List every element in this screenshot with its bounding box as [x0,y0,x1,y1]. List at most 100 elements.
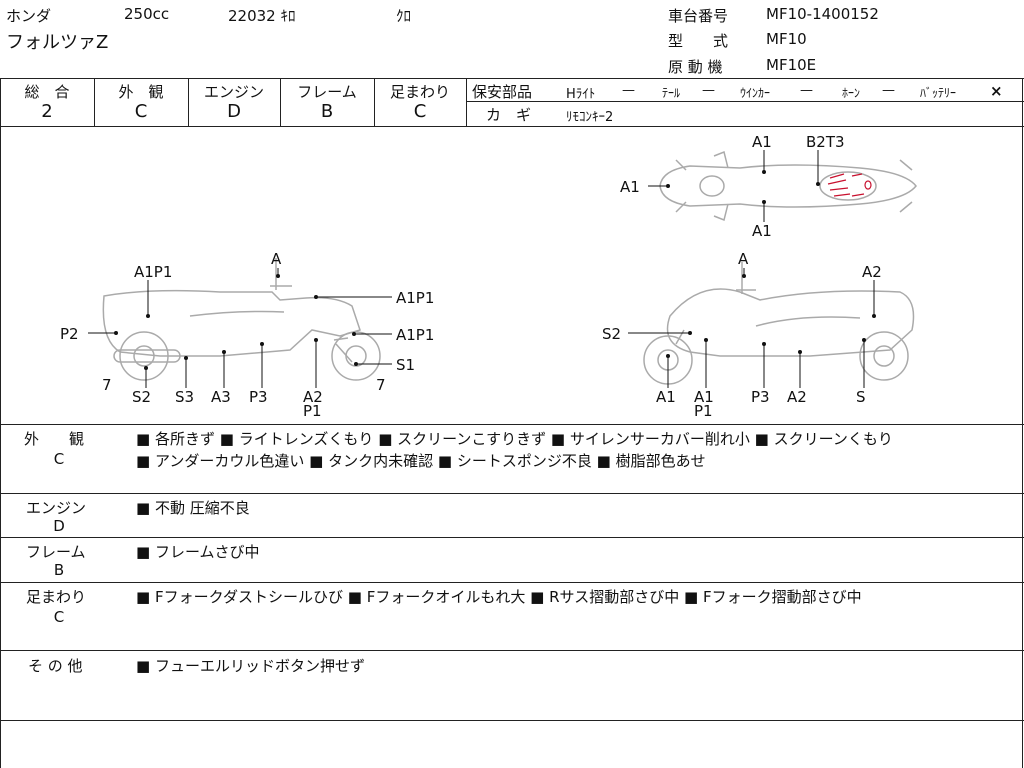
remark-line: 各所きず ライトレンズくもり スクリーンこすりきず サイレンサーカバー削れ小 ス… [136,428,893,449]
label-top-nose: A1 [620,178,640,196]
color: ｸﾛ [396,7,412,25]
remark-item: フレームさび中 [136,543,260,561]
label-left-bottom-5: A2 [303,388,323,406]
leader-lines [88,150,875,388]
label-top-front: A1 [752,133,772,151]
label-right-bottom-3: P3 [751,388,770,406]
remark-item: アンダーカウル色違い [136,452,304,470]
rule [1022,78,1023,768]
label-left-seven-rear: 7 [102,376,112,394]
type-value: MF10 [766,30,807,48]
rating-header-frame: フレーム [297,83,357,101]
rule [0,650,1024,651]
rule [374,78,375,126]
remark-item: シートスポンジ不良 [438,452,592,470]
mileage: 22032 ｷﾛ [228,7,296,25]
remark-label-appearance: 外 観 [24,430,85,448]
label-left-screen: A1P1 [396,326,434,344]
right-side-scooter [643,262,915,385]
rule [466,101,1024,102]
label-left-bottom-1: S2 [132,388,151,406]
label-left-front-wheel: S1 [396,356,415,374]
type-label: 型 式 [668,32,729,50]
label-left-bottom-3: A3 [211,388,231,406]
remark-label-other: そ の 他 [28,657,83,675]
label-left-bottom-sub: P1 [303,402,322,420]
label-right-bottom-1: A1 [656,388,676,406]
engine-label: 原 動 機 [668,58,723,76]
rating-header-appearance: 外 観 [118,83,164,101]
safety-value-battery: × [990,82,1003,100]
remark-item: スクリーンくもり [755,430,893,448]
model-name: フォルツァZ [6,32,109,53]
remark-item: タンク内未確認 [309,452,433,470]
rule [280,78,281,126]
rating-value-frame: B [320,101,334,122]
rule [0,537,1024,538]
rule [0,493,1024,494]
rule [466,78,467,126]
key-label: カ ギ [486,106,532,124]
remark-grade-appearance: C [53,450,65,468]
remark-item: Rサス摺動部さび中 [530,588,679,606]
safety-item-horn: ﾎｰﾝ [842,86,861,100]
remark-label-suspension: 足まわり [26,588,87,606]
remark-item: スクリーンこすりきず [378,430,546,448]
safety-item-winker: ｳｲﾝｶｰ [740,86,771,100]
maker: ホンダ [6,7,52,25]
rule [0,78,1024,79]
remark-grade-engine: D [53,517,65,535]
safety-item-battery: ﾊﾞｯﾃﾘｰ [920,86,957,100]
rating-header-overall: 総 合 [24,83,70,101]
label-right-rear: A2 [862,263,882,281]
frame-number-label: 車台番号 [668,7,729,25]
remark-item: 不動 圧縮不良 [136,499,250,517]
label-right-bottom-5: S [856,388,866,406]
rule [0,720,1024,721]
rule [0,424,1024,425]
seat-damage-marks [827,173,872,197]
remark-grade-suspension: C [53,608,65,626]
left-side-scooter [102,258,381,381]
label-right-bottom-2: A1 [694,388,714,406]
frame-number: MF10-1400152 [766,5,879,23]
engine-value: MF10E [766,56,817,74]
remark-line: アンダーカウル色違い タンク内未確認 シートスポンジ不良 樹脂部色あせ [136,450,706,471]
label-right-front: S2 [602,325,621,343]
label-top-bottom: A1 [752,222,772,240]
label-left-seat: A1P1 [134,263,172,281]
remark-item: 樹脂部色あせ [597,452,706,470]
label-left-mirror: A [271,250,282,268]
safety-item-headlight: Hﾗｲﾄ [566,87,596,102]
remark-item: Fフォークダストシールひび [136,588,343,606]
label-right-mirror: A [738,250,749,268]
label-right-bottom-sub: P1 [694,402,713,420]
safety-value-headlight: — [622,83,635,98]
remark-item: ライトレンズくもり [220,430,374,448]
rating-value-overall: 2 [41,101,53,122]
rating-value-suspension: C [413,101,427,122]
remark-item: フューエルリッドボタン押せず [136,657,365,675]
rule [0,78,1,768]
rating-value-engine: D [227,101,241,122]
top-view-scooter [659,150,917,222]
rating-header-suspension: 足まわり [389,83,450,101]
remark-item: Fフォーク摺動部さび中 [684,588,862,606]
remark-item: サイレンサーカバー削れ小 [551,430,750,448]
remark-line: 不動 圧縮不良 [136,497,250,518]
remark-grade-frame: B [53,561,65,579]
remark-line: フューエルリッドボタン押せず [136,655,365,676]
rule [0,126,1024,127]
displacement: 250cc [124,5,170,23]
leader-dots [114,170,876,370]
label-left-bottom-2: S3 [175,388,194,406]
label-left-bottom-4: P3 [249,388,268,406]
remark-line: フレームさび中 [136,541,260,562]
label-right-bottom-4: A2 [787,388,807,406]
label-left-cowl: A1P1 [396,289,434,307]
key-value: ﾘﾓｺﾝｷｰ2 [566,110,614,125]
rating-value-appearance: C [134,101,148,122]
rating-header-engine: エンジン [203,83,264,101]
remark-line: Fフォークダストシールひび Fフォークオイルもれ大 Rサス摺動部さび中 Fフォー… [136,586,862,607]
